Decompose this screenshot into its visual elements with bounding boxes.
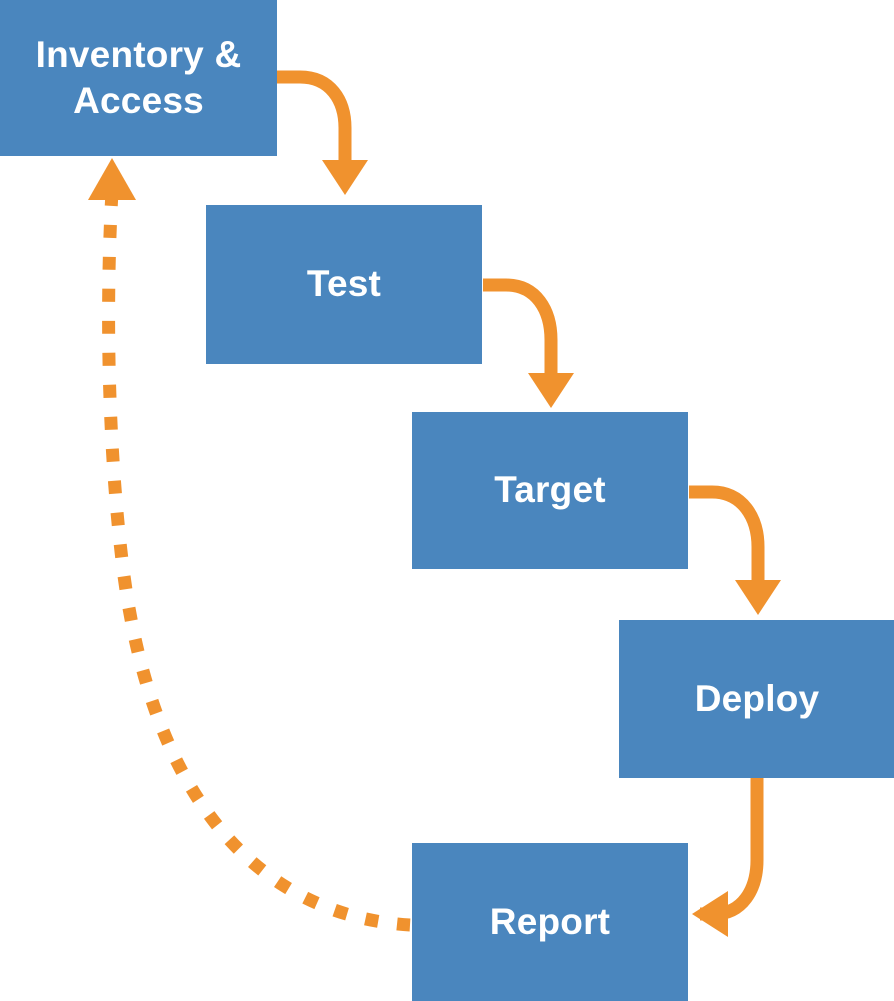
- connector-deploy-to-report: [692, 778, 764, 937]
- process-node-test[interactable]: Test: [206, 205, 482, 364]
- process-node-label: Target: [494, 469, 606, 511]
- process-node-label: Test: [306, 263, 382, 305]
- process-node-target[interactable]: Target: [412, 412, 688, 569]
- connector-inventory-to-test: [277, 70, 368, 195]
- process-node-report[interactable]: Report: [412, 843, 688, 1001]
- process-node-inventory-access[interactable]: Inventory & Access: [0, 0, 277, 156]
- process-node-label: Inventory & Access: [35, 33, 242, 121]
- process-node-label: Report: [489, 901, 611, 943]
- connector-test-to-target: [483, 278, 574, 408]
- connector-target-to-deploy: [689, 485, 781, 615]
- process-node-label: Deploy: [694, 677, 820, 719]
- process-node-deploy[interactable]: Deploy: [619, 620, 894, 778]
